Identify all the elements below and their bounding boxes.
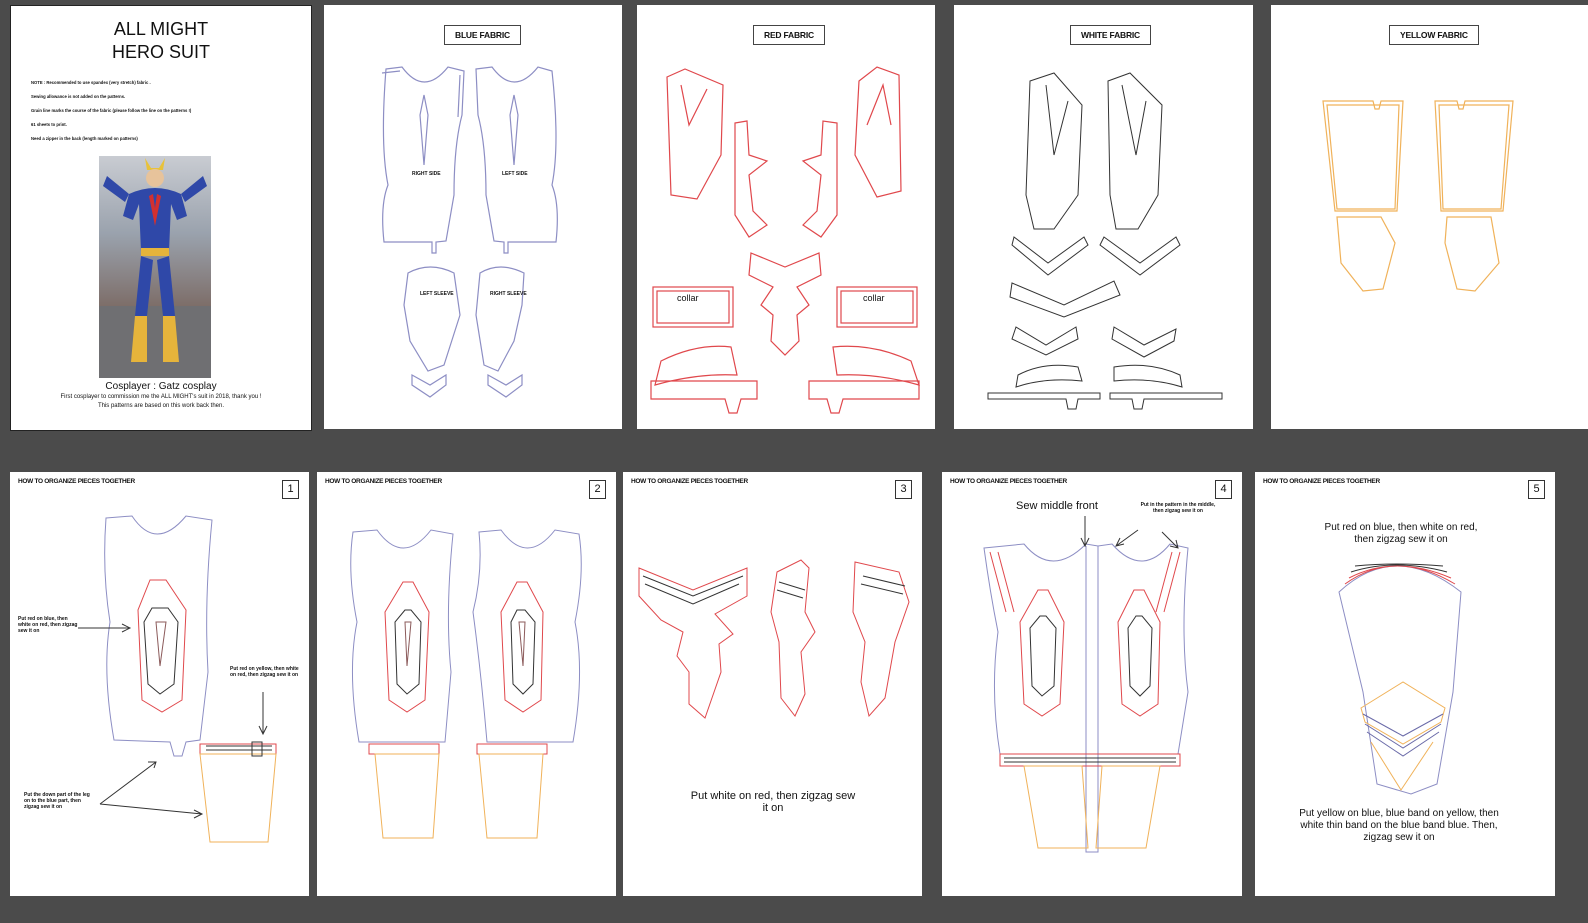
step-3-page[interactable]: HOW TO ORGANIZE PIECES TOGETHER 3 Put wh… — [623, 472, 922, 896]
cover-title-line2: HERO SUIT — [111, 42, 210, 62]
blue-label-right-sleeve: RIGHT SLEEVE — [490, 291, 527, 297]
blue-pattern-pieces — [381, 66, 558, 398]
step-1-note-c: Put the down part of the leg on to the b… — [24, 792, 90, 810]
step-4-page[interactable]: HOW TO ORGANIZE PIECES TOGETHER 4 Sew mi… — [942, 472, 1242, 896]
step-1-header: HOW TO ORGANIZE PIECES TOGETHER — [18, 478, 135, 485]
step-4-note-b: Put in the pattern in the middle, then z… — [1140, 502, 1216, 514]
white-fabric-label: WHITE FABRIC — [1070, 25, 1151, 45]
cover-note-5: Need a zipper in the back (length marked… — [31, 136, 138, 141]
step-5-note-a: Put red on blue, then white on red, then… — [1324, 522, 1478, 545]
cover-note-3: Grain line marks the course of the fabri… — [31, 108, 192, 113]
step-4-diagram — [983, 516, 1189, 853]
step-5-number: 5 — [1528, 480, 1545, 499]
cosplay-photo — [99, 156, 211, 378]
cover-title-line1: ALL MIGHT — [113, 19, 209, 39]
thanks-line-1: First cosplayer to commission me the ALL… — [60, 394, 262, 400]
red-collar-right-label: collar — [863, 293, 885, 303]
step-2-header: HOW TO ORGANIZE PIECES TOGETHER — [325, 478, 442, 485]
cover-note-1: NOTE : Recommended to use spandex (very … — [31, 80, 151, 85]
yellow-fabric-page[interactable]: YELLOW FABRIC — [1271, 5, 1588, 429]
cosplayer-credit: Cosplayer : Gatz cosplay — [105, 381, 217, 392]
step-1-note-a: Put red on blue, then white on red, then… — [18, 616, 78, 634]
blue-label-left-sleeve: LEFT SLEEVE — [420, 291, 454, 297]
red-fabric-label: RED FABRIC — [753, 25, 825, 45]
step-5-page[interactable]: HOW TO ORGANIZE PIECES TOGETHER 5 Put re… — [1255, 472, 1555, 896]
cover-note-2: Sewing allowance is not added on the pat… — [31, 94, 126, 99]
step-3-number: 3 — [895, 480, 912, 499]
cover-page[interactable]: ALL MIGHT HERO SUIT NOTE : Recommended t… — [10, 5, 312, 431]
blue-label-left-side: LEFT SIDE — [502, 171, 528, 177]
step-5-note-b: Put yellow on blue, blue band on yellow,… — [1299, 808, 1499, 843]
step-3-header: HOW TO ORGANIZE PIECES TOGETHER — [631, 478, 748, 485]
step-2-page[interactable]: HOW TO ORGANIZE PIECES TOGETHER 2 — [317, 472, 616, 896]
step-5-header: HOW TO ORGANIZE PIECES TOGETHER — [1263, 478, 1380, 485]
red-collar-left-label: collar — [677, 293, 699, 303]
step-2-number: 2 — [589, 480, 606, 499]
white-fabric-page[interactable]: WHITE FABRIC — [954, 5, 1253, 429]
red-fabric-page[interactable]: RED FABRIC collar collar — [637, 5, 935, 429]
yellow-pattern-pieces — [1322, 100, 1514, 292]
yellow-fabric-label: YELLOW FABRIC — [1389, 25, 1479, 45]
cover-note-4: 61 sheets to print. — [31, 122, 67, 127]
blue-fabric-label: BLUE FABRIC — [444, 25, 521, 45]
step-1-number: 1 — [282, 480, 299, 499]
step-4-number: 4 — [1215, 480, 1232, 499]
step-4-note-a: Sew middle front — [1016, 500, 1098, 512]
step-1-page[interactable]: HOW TO ORGANIZE PIECES TOGETHER 1 Put re… — [10, 472, 309, 896]
blue-label-right-side: RIGHT SIDE — [412, 171, 441, 177]
blue-fabric-page[interactable]: BLUE FABRIC RIGHT SIDE LEFT SIDE LEFT SL… — [324, 5, 622, 429]
step-1-diagram — [78, 515, 277, 843]
red-pattern-pieces — [650, 66, 920, 414]
step-3-diagram — [638, 559, 910, 719]
white-pattern-pieces — [987, 72, 1223, 410]
step-5-diagram — [1338, 563, 1462, 795]
thanks-line-2: This patterns are based on this work bac… — [97, 403, 225, 409]
step-1-note-b: Put red on yellow, then white on red, th… — [230, 666, 299, 678]
step-3-note: Put white on red, then zigzag sew it on — [690, 790, 856, 814]
cosplayer-figure-icon — [99, 158, 211, 378]
step-2-diagram — [350, 529, 582, 839]
step-4-header: HOW TO ORGANIZE PIECES TOGETHER — [950, 478, 1067, 485]
